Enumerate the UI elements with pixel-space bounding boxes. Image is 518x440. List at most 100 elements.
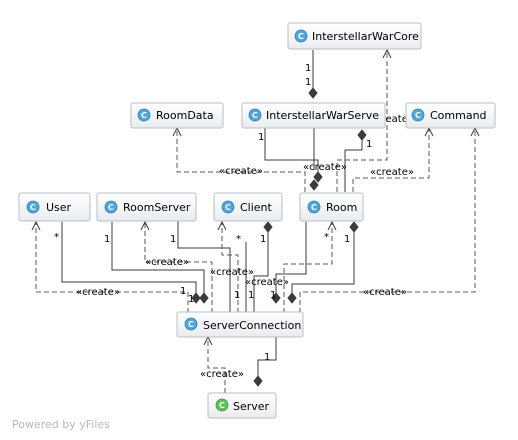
diamond-sc-roomserver [199, 292, 209, 304]
edge-sc-user-dash [35, 222, 189, 313]
node-label: Room [326, 201, 357, 214]
edge-labels: «create» «create» «create» «create» «cre… [76, 114, 414, 380]
class-icon [307, 200, 321, 214]
label-create-iws-room: «create» [303, 162, 347, 173]
node-interstellarwarcore[interactable]: C InterstellarWarCore [287, 22, 422, 50]
mult-sc-server: 1 [264, 352, 270, 363]
class-icon-letter: C [298, 32, 304, 41]
mult-client-b: 1 [260, 234, 266, 245]
class-icon-letter: C [188, 320, 194, 329]
diamond-sc-room1 [271, 292, 281, 304]
mult-sc-2: 1 [188, 294, 194, 305]
class-icon-letter: C [252, 111, 258, 120]
edge-sc-room-solid1 [275, 222, 307, 302]
edge-room-core [336, 50, 388, 192]
class-icon [104, 200, 118, 214]
mult-room-a: * [324, 232, 329, 243]
main-class-icon [215, 398, 229, 412]
mult-core: 1 [305, 63, 311, 74]
powered-by-footer: Powered by yFiles [12, 418, 110, 431]
edge-room-command [352, 128, 430, 192]
mult-roomserver-a: 1 [104, 234, 110, 245]
node-user[interactable]: C User [18, 192, 91, 222]
edge-server-sc [207, 337, 226, 393]
node-label: RoomData [156, 109, 214, 122]
diamond-client [263, 221, 273, 233]
diamond-room [349, 221, 359, 233]
node-label: RoomServer [123, 201, 191, 214]
node-interstellarwarserver[interactable]: C InterstellarWarServe [241, 102, 386, 129]
edge-sc-command [299, 128, 476, 313]
class-icon [221, 200, 235, 214]
diamond-room-b [309, 179, 319, 191]
edges [31, 48, 480, 393]
edge-sc-roomserver-dash [144, 222, 213, 313]
node-command[interactable]: C Command [405, 102, 496, 129]
label-create-sc-roomserver: «create» [145, 257, 189, 268]
mult-client-a: * [236, 234, 241, 245]
mult-sc-4: 1 [248, 290, 254, 301]
edge-sc-room-dash [283, 222, 333, 313]
label-create-sc-client: «create» [210, 267, 254, 278]
arrow-sc-room [327, 220, 337, 231]
node-label: User [46, 201, 72, 214]
edge-sc-user-solid [61, 222, 197, 302]
label-create-sc-room: «create» [245, 277, 289, 288]
node-label: Client [240, 201, 273, 214]
label-create-room-core: «create» [370, 114, 414, 125]
node-roomserver[interactable]: C RoomServer [96, 192, 197, 222]
label-create-sc-command: «create» [363, 287, 407, 298]
class-icon [411, 108, 425, 122]
node-server[interactable]: C Server [207, 392, 277, 419]
node-room[interactable]: C Room [299, 192, 364, 222]
diamond-iws [357, 129, 367, 141]
node-label: ServerConnection [203, 319, 301, 332]
node-label: InterstellarWarCore [312, 30, 419, 43]
class-icon [184, 317, 198, 331]
class-icon-letter: C [311, 203, 317, 212]
edge-iws-room-b [344, 140, 363, 192]
edge-sc-client-dash [221, 222, 239, 313]
class-icon-letter: C [225, 203, 231, 212]
label-create-sc-user: «create» [76, 287, 120, 298]
diamond-core-iws [308, 87, 318, 99]
node-client[interactable]: C Client [213, 192, 283, 222]
node-serverconnection[interactable]: C ServerConnection [176, 311, 304, 338]
multiplicities: 1 1 1 1 * 1 1 * 1 * 1 1 1 1 1 1 1 [54, 63, 372, 363]
arrow-sc-client [217, 220, 227, 231]
arrow-sc-roomserver [140, 220, 150, 231]
class-icon-letter: C [141, 111, 147, 120]
mult-sc-1: 1 [180, 286, 186, 297]
diamond-sc-room2 [287, 292, 297, 304]
edge-sc-roomserver-solid [111, 222, 205, 302]
diamond-server [253, 375, 263, 387]
class-icon [137, 108, 151, 122]
edge-roomserver-sc [177, 202, 231, 313]
class-icon-letter: C [415, 111, 421, 120]
node-label: Command [430, 109, 487, 122]
label-create-server-sc: «create» [200, 369, 244, 380]
edge-client-sc [253, 232, 269, 313]
edge-iws-room-a [264, 128, 319, 178]
node-label: Server [233, 400, 270, 413]
diamond-sc-user [191, 292, 201, 304]
label-create-room-command: «create» [370, 167, 414, 178]
mult-user: * [54, 232, 59, 243]
class-icon-letter: C [108, 203, 114, 212]
arrow-room-core [382, 48, 392, 59]
edge-room-roomdata [176, 128, 306, 192]
class-icon-letter: C [30, 203, 36, 212]
mult-room-b: 1 [344, 234, 350, 245]
class-icon [26, 200, 40, 214]
node-roomdata[interactable]: C RoomData [130, 102, 224, 129]
mult-core-2: 1 [305, 77, 311, 88]
mult-roomserver-b: 1 [170, 234, 176, 245]
node-label: InterstellarWarServe [266, 109, 379, 122]
class-icon [248, 108, 262, 122]
main-class-icon-letter: C [219, 401, 225, 410]
mult-sc-5: 1 [270, 290, 276, 301]
mult-iws-left: 1 [258, 132, 264, 143]
mult-iws-right: 1 [366, 139, 372, 150]
class-icon [294, 29, 308, 43]
